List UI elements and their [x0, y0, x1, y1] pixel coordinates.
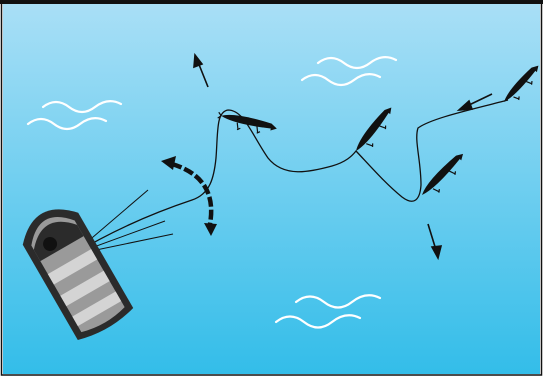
lure-icon	[504, 65, 539, 102]
wave-icon	[274, 294, 382, 329]
direction-arrow-icon	[456, 93, 493, 111]
wave-icon	[26, 100, 123, 131]
lure-icon	[356, 107, 392, 151]
direction-arrow-icon	[193, 52, 209, 88]
direction-arrow-icon	[427, 223, 443, 261]
lure-icon	[422, 153, 464, 195]
lure-icon	[217, 111, 277, 134]
wave-icon	[300, 56, 398, 87]
boat-icon	[22, 209, 134, 340]
sweep-arc-arrow-icon	[161, 156, 217, 236]
